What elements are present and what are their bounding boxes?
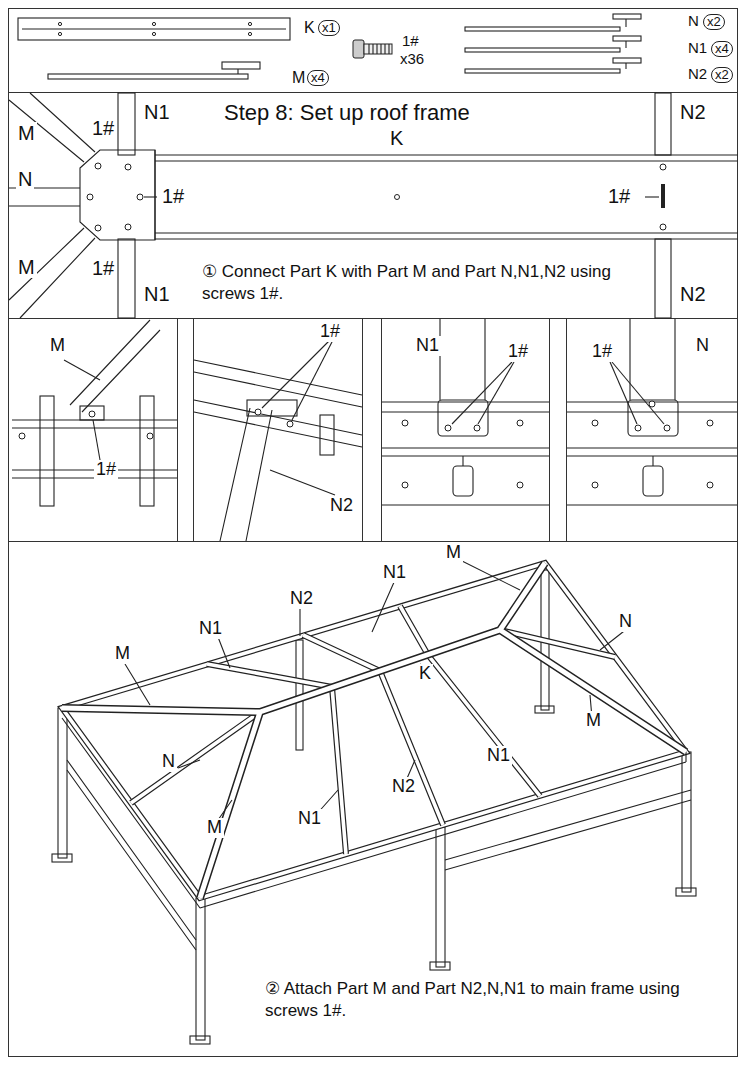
quantity: x1 xyxy=(318,20,340,36)
quantity: x4 xyxy=(711,41,733,57)
part-label: N1 xyxy=(485,746,512,766)
part-label: N1 xyxy=(381,563,408,583)
part-label: N xyxy=(160,752,177,772)
quantity: x2 xyxy=(703,14,725,30)
callout-number: 1# xyxy=(318,322,342,342)
callout-number: 1# xyxy=(506,342,530,362)
part-label: N2 xyxy=(686,66,709,83)
part-label: N1 xyxy=(414,336,441,356)
part-label: N xyxy=(16,168,34,190)
part-label: N2 xyxy=(288,589,315,609)
part-label: N2 xyxy=(328,496,355,516)
part-label: N1 xyxy=(686,40,709,57)
part-label: M xyxy=(205,818,224,838)
quantity-text: x36 xyxy=(398,51,426,68)
callout-number: 1# xyxy=(606,185,632,207)
part-label: M xyxy=(48,336,67,356)
part-label: N xyxy=(686,13,701,30)
instruction-text: ① Connect Part K with Part M and Part N,… xyxy=(200,261,666,305)
callout-number: 1# xyxy=(94,460,118,480)
step-title: Step 8: Set up roof frame xyxy=(222,101,472,125)
instruction-text: ② Attach Part M and Part N2,N,N1 to main… xyxy=(263,978,697,1022)
part-label: N1 xyxy=(296,809,323,829)
part-label: N1 xyxy=(142,101,172,123)
part-label: M xyxy=(113,644,132,664)
part-label: N2 xyxy=(390,777,417,797)
detail-drawings xyxy=(12,319,737,541)
part-label: M xyxy=(16,122,37,144)
part-label: N2 xyxy=(678,283,708,305)
quantity: x2 xyxy=(711,67,733,83)
quantity: x4 xyxy=(307,70,329,86)
part-label: N1 xyxy=(142,283,172,305)
callout-number: 1# xyxy=(90,117,116,139)
parts-list-drawing xyxy=(18,14,641,79)
part-label: M xyxy=(444,543,463,563)
gazebo-drawing xyxy=(52,560,696,1044)
part-label: N2 xyxy=(678,101,708,123)
panel-borders xyxy=(8,9,738,1057)
top-view-drawing xyxy=(9,93,738,318)
part-label: K xyxy=(388,127,405,149)
callout-number: 1# xyxy=(400,33,421,50)
callout-number: 1# xyxy=(90,257,116,279)
callout-number: 1# xyxy=(160,185,186,207)
part-label: N xyxy=(617,612,634,632)
part-label: K xyxy=(417,664,433,684)
part-label: M xyxy=(290,69,307,87)
part-label: M xyxy=(584,711,603,731)
part-label: M xyxy=(16,256,37,278)
callout-number: 1# xyxy=(590,342,614,362)
part-label: N1 xyxy=(197,619,224,639)
part-label: K xyxy=(302,19,317,37)
part-label: N xyxy=(694,336,711,356)
